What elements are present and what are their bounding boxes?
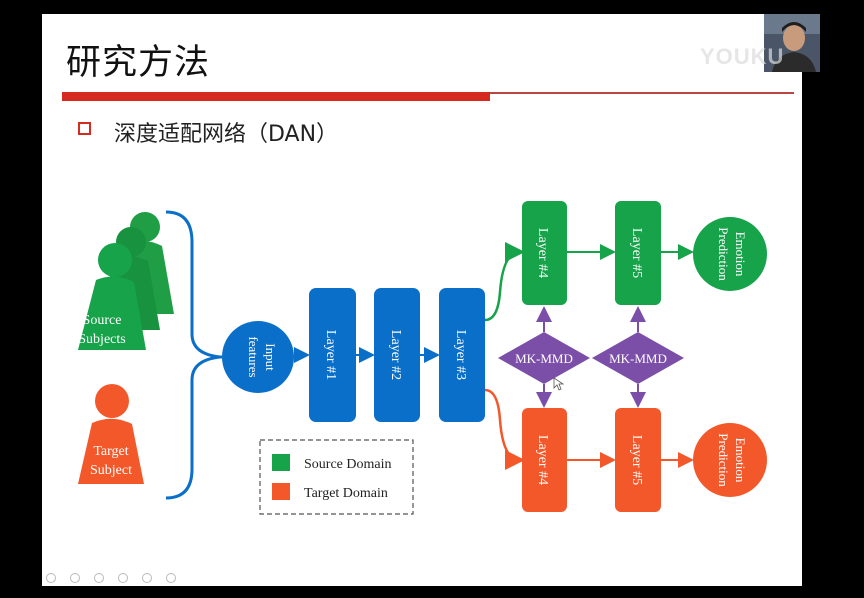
emotion-source-label: Emotion — [733, 232, 748, 277]
layer-5-source-node — [615, 201, 661, 305]
source-subjects-label: Source — [83, 313, 122, 328]
target-subject-icon — [78, 384, 144, 484]
layer-5-target-label: Layer #5 — [629, 435, 644, 485]
legend-box — [259, 439, 414, 515]
mk-mmd-label-1: MK-MMD — [515, 351, 573, 366]
slide: 研究方法 深度适配网络（DAN） — [42, 14, 802, 586]
layer-2-label: Layer #2 — [388, 330, 403, 380]
emotion-source-node — [693, 217, 767, 291]
bullet-square-icon — [78, 122, 91, 135]
layer-4-source-node — [522, 201, 567, 305]
target-subject-label: Target — [93, 444, 128, 459]
source-subjects-icon — [78, 212, 174, 350]
layer-1-node — [309, 288, 356, 422]
player-controls — [46, 568, 185, 587]
input-features-label: Input — [263, 343, 278, 371]
emotion-target-label: Emotion — [733, 438, 748, 483]
layer-3-node — [439, 288, 485, 422]
legend-target-label: Target Domain — [304, 486, 388, 501]
layer-4-target-node — [522, 408, 567, 512]
legend-source-swatch — [272, 454, 290, 471]
webcam-overlay — [764, 14, 820, 72]
slide-title: 研究方法 — [66, 43, 211, 83]
pen-icon[interactable] — [94, 573, 105, 583]
mk-mmd-label-2: MK-MMD — [609, 351, 667, 366]
mk-mmd-node-1 — [498, 332, 590, 384]
target-subject-label-2: Subject — [90, 463, 132, 478]
more-icon[interactable] — [166, 573, 177, 583]
emotion-target-node — [693, 423, 767, 497]
input-features-node — [222, 321, 294, 393]
presenter-body — [772, 52, 816, 72]
title-rule — [62, 92, 490, 101]
mouse-cursor-icon — [553, 377, 565, 391]
source-subjects-label-2: Subjects — [78, 332, 125, 347]
layer-5-source-label: Layer #5 — [629, 228, 644, 278]
brace — [165, 210, 221, 500]
forward-icon[interactable] — [70, 573, 81, 583]
layer-5-target-node — [615, 408, 661, 512]
layer-4-source-label: Layer #4 — [535, 228, 550, 278]
layer-2-node — [374, 288, 420, 422]
layer-4-target-label: Layer #4 — [535, 435, 550, 485]
watermark-logo: YOUKU — [700, 44, 785, 69]
dan-diagram: Source Subjects Target Subject Input fea… — [78, 201, 767, 515]
emotion-source-label-2: Prediction — [716, 227, 731, 281]
emotion-target-label-2: Prediction — [716, 433, 731, 487]
mk-mmd-node-2 — [592, 332, 684, 384]
presenter-head — [783, 25, 805, 51]
zoom-icon[interactable] — [142, 573, 153, 583]
legend-target-swatch — [272, 483, 290, 500]
grid-icon[interactable] — [118, 573, 129, 583]
title-rule-thin — [490, 92, 794, 94]
bullet-text: 深度适配网络（DAN） — [114, 122, 339, 147]
legend-source-label: Source Domain — [304, 457, 391, 472]
back-icon[interactable] — [46, 573, 56, 583]
layer-3-label: Layer #3 — [453, 330, 468, 380]
input-features-label-2: features — [246, 336, 261, 377]
layer-1-label: Layer #1 — [323, 330, 338, 380]
